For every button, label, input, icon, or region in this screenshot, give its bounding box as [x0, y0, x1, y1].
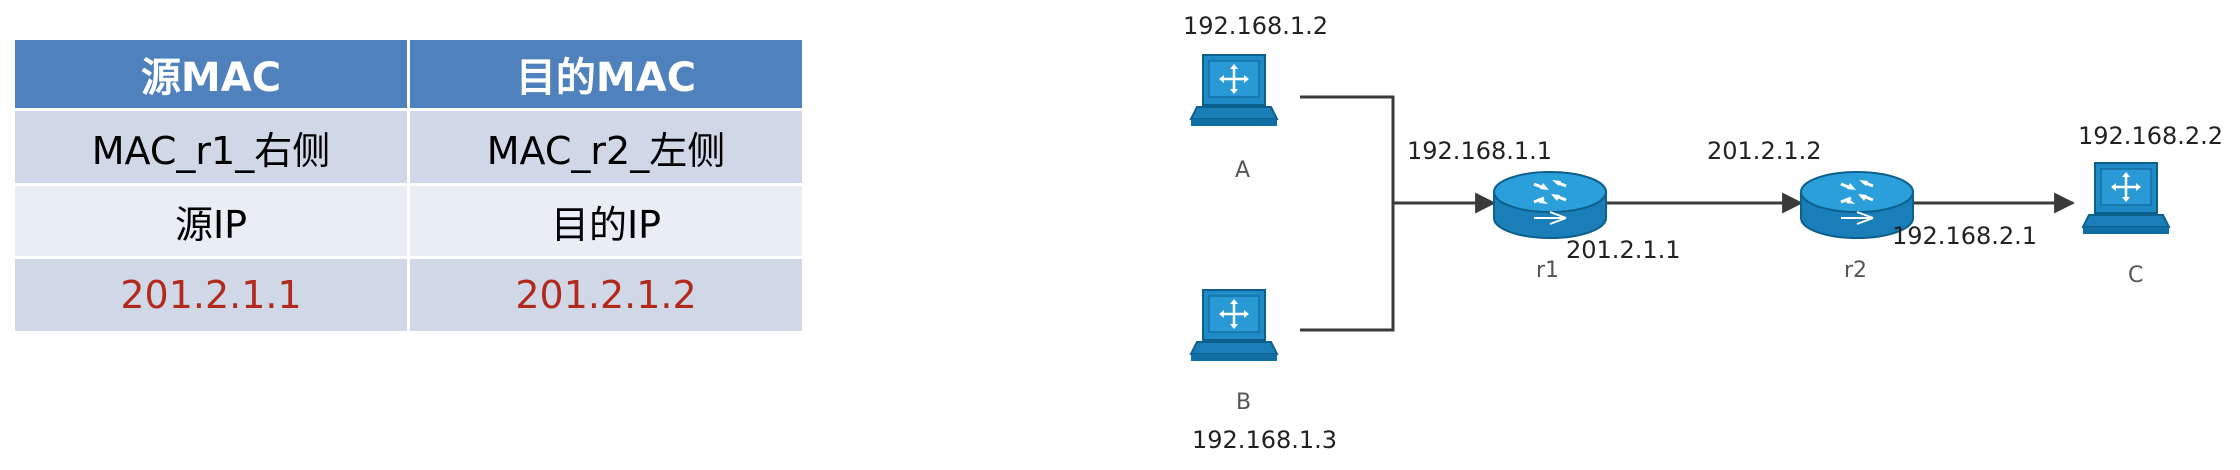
link-a-to-junction — [1300, 95, 1395, 203]
cell-src-mac: MAC_r1_右侧 — [12, 108, 410, 186]
router-icon — [1492, 170, 1608, 240]
header-dst-mac: 目的MAC — [407, 37, 805, 111]
r1-left-ip: 192.168.1.1 — [1407, 137, 1553, 165]
cell-dst-ip-value: 201.2.1.2 — [407, 256, 805, 334]
computer-icon — [1189, 288, 1279, 363]
r2-right-ip: 192.168.2.1 — [1892, 222, 2038, 250]
table-row: 201.2.1.1 201.2.1.2 — [12, 256, 805, 334]
cell-src-ip-label: 源IP — [12, 183, 410, 259]
host-a-name: A — [1235, 158, 1251, 183]
network-links — [1300, 95, 2076, 332]
cell-src-ip-value: 201.2.1.1 — [12, 256, 410, 334]
host-c-ip: 192.168.2.2 — [2078, 122, 2224, 150]
router-r1-name: r1 — [1536, 258, 1560, 283]
packet-header-table: 源MAC 目的MAC MAC_r1_右侧 MAC_r2_左侧 源IP 目的IP … — [12, 37, 805, 334]
cell-dst-ip-label: 目的IP — [407, 183, 805, 259]
cell-dst-mac: MAC_r2_左侧 — [407, 108, 805, 186]
table-row: 源IP 目的IP — [12, 183, 805, 259]
computer-icon — [1189, 53, 1279, 128]
table-header-row: 源MAC 目的MAC — [12, 37, 805, 111]
host-a-ip: 192.168.1.2 — [1183, 12, 1329, 40]
host-c-name: C — [2128, 263, 2144, 288]
computer-icon — [2081, 161, 2171, 236]
host-b-name: B — [1236, 390, 1252, 415]
link-b-to-junction — [1300, 203, 1395, 332]
table-row: MAC_r1_右侧 MAC_r2_左侧 — [12, 108, 805, 186]
r2-left-ip: 201.2.1.2 — [1707, 137, 1822, 165]
r1-right-ip: 201.2.1.1 — [1566, 236, 1681, 264]
host-b-ip: 192.168.1.3 — [1192, 426, 1338, 454]
router-r2-name: r2 — [1844, 258, 1868, 283]
header-src-mac: 源MAC — [12, 37, 410, 111]
